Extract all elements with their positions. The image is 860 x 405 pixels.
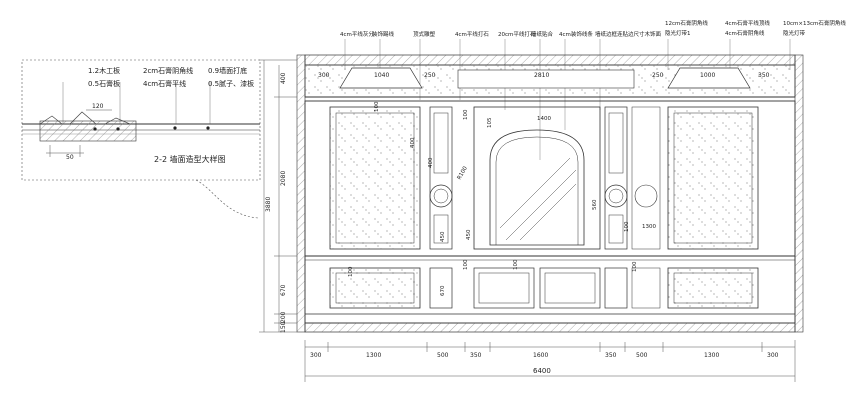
right-pilaster [604,106,628,250]
left-medallion [429,184,453,208]
callout-label: 10cm×13cm石膏阴角线 [783,19,846,27]
dim-label: 1300 [642,224,656,230]
detail-caption: 2-2 墙面造型大样图 [154,154,226,164]
dim-label: 350 [470,352,482,359]
left-pilaster [429,106,453,250]
callout-label: 12cm石膏阴角线 [665,19,708,27]
detail-label-cove-molding: 2cm石膏阴角线 [143,66,193,75]
dim-label: 100 [348,266,354,277]
dim-label: 100 [632,261,638,272]
detail-label-flat-molding: 4cm石膏平线 [143,79,186,88]
dim-label: 450 [440,231,446,242]
callout-labels: 4cm平线灰分 装饰踢线 顶式雕塑 4cm平线打石 20cm平线打石 墙纸贴合 … [340,19,846,160]
dim-label: 300 [767,352,779,359]
dim-label: 1400 [537,116,551,122]
dim-label: 670 [280,284,287,296]
dim-label: 300 [318,72,330,79]
upper-left-panel [329,106,421,250]
detail-dim-120: 120 [92,103,104,110]
dim-label: 400 [280,72,287,84]
callout-label: 4cm平线打石 [455,30,489,38]
dim-label: 1300 [366,352,381,359]
dim-label: 560 [592,199,598,210]
elevation [296,54,804,333]
center-frame [473,106,601,250]
dim-label: 1000 [700,72,715,79]
detail-frame [21,59,261,181]
cornice-molding-right [667,67,751,89]
dim-label: 500 [636,352,648,359]
dim-label: 400 [410,137,416,148]
ceiling-band [304,54,796,66]
cornice-molding-left [339,67,423,89]
callout-label: 4cm装饰线条 [559,30,593,38]
callout-label: 隐光灯带 [783,29,806,37]
dim-label: 500 [437,352,449,359]
dim-label: 100 [624,221,630,232]
floor-hatch [304,322,796,333]
upper-right-panel [667,106,759,250]
callout-label: 墙纸贴合 [531,30,554,38]
dim-label: 300 [310,352,322,359]
dim-label: 2080 [280,171,287,186]
right-medallion [604,184,628,208]
detail-label-wall-base: 0.9墙面打底 [208,66,247,75]
dim-label: 2810 [534,72,549,79]
callout-label: 隐光灯带1 [665,29,691,37]
lower-right-panel [667,267,759,309]
dim-label: 100 [463,259,469,270]
callout-label: 顶式雕塑 [413,30,436,38]
dim-label: 670 [440,285,446,296]
lower-left-pilaster [429,267,453,309]
side-wall-right [794,54,804,333]
callout-label: 4cm平线灰分 [340,30,374,38]
dim-label: 100 [513,259,519,270]
dim-label: 105 [487,117,493,128]
side-wall-left [296,54,306,333]
left-vertical-dimensions: 400 2080 3880 670 200 150 [259,59,297,333]
recess-center [457,69,635,89]
lower-left-panel [329,267,421,309]
dim-label: 1040 [374,72,389,79]
dim-label: 150 [280,321,287,333]
detail-dim-50: 50 [66,154,74,161]
detail-label-putty: 0.5腻子、漆板 [208,79,254,88]
arch-mirror [489,129,585,246]
dim-label: R100 [457,165,470,181]
dim-label: 250 [424,72,436,79]
dim-label: 350 [605,352,617,359]
detail-label-gypsum-board: 0.5石膏板 [88,79,120,88]
total-width-label: 6400 [533,367,551,375]
bottom-dimensions: 300 1300 500 350 1600 350 500 1300 300 6… [304,340,796,382]
lower-center-panel-1 [473,267,535,309]
detail-hatch-block [39,120,137,142]
dim-label: 450 [466,229,472,240]
detail-section: 1.2木工板 0.5石膏板 2cm石膏阴角线 4cm石膏平线 0.9墙面打底 0… [21,59,261,219]
detail-label-plywood: 1.2木工板 [88,66,120,75]
callout-label: 墙纸边框连贴边尺寸木饰面 [595,30,662,38]
cornice-dimensions: 300 1040 250 2810 250 1000 350 [318,72,770,79]
dim-label: 3880 [265,197,272,212]
dim-label: 100 [463,109,469,120]
callout-label: 20cm平线打石 [498,30,536,38]
dim-label: 250 [652,72,664,79]
dim-label: 200 [280,311,287,323]
dim-label: 1300 [704,352,719,359]
dim-label: 1600 [533,352,548,359]
dim-label: 400 [428,157,434,168]
callout-label: 4cm石膏阴角线 [725,29,765,37]
callout-label: 装饰踢线 [372,30,395,38]
dim-label: 350 [758,72,770,79]
lower-right-pilaster [604,267,628,309]
callout-label: 4cm石膏平线顶线 [725,19,770,27]
dim-label: 100 [374,101,380,112]
lower-center-panel-2 [539,267,601,309]
